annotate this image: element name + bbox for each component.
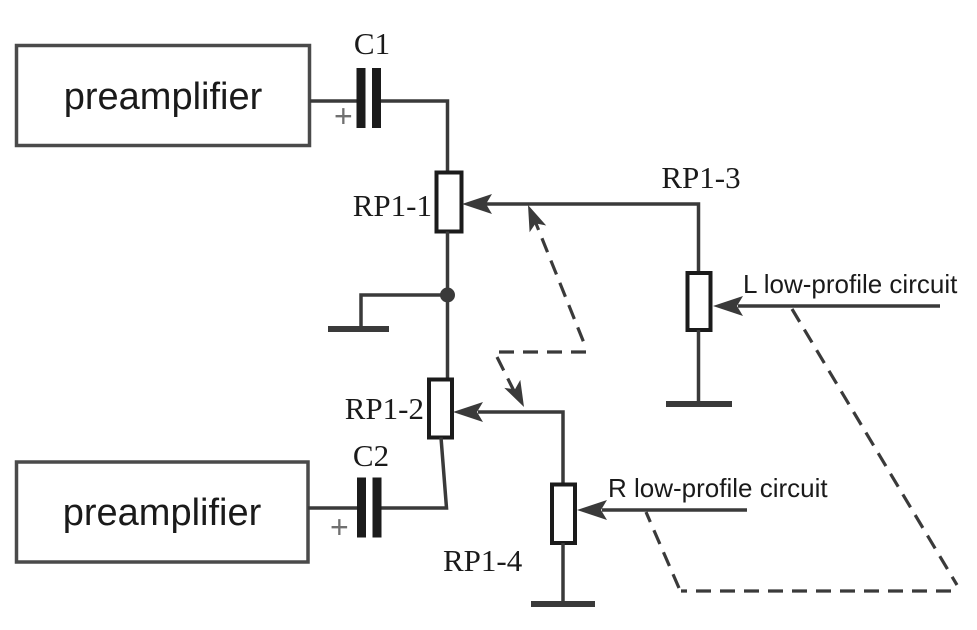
preamplifier-block-bottom: preamplifier: [14, 460, 310, 564]
rp1-1-body: [434, 170, 464, 234]
c2-plus-sign: +: [330, 509, 349, 545]
preamplifier-block-top: preamplifier: [14, 43, 312, 148]
wire-rp1-2-wiper-to-rp1-4: [478, 410, 565, 485]
preamplifier-label-bottom: preamplifier: [63, 492, 262, 534]
coupling-dash-left-diagonal: [644, 511, 681, 589]
c2-plate-left-icon: [357, 477, 366, 538]
coupling-dash-diagonal-top: [531, 215, 588, 349]
wire-c1-to-rp1-1: [381, 99, 450, 173]
potentiometer-rp1-2: RP1-2: [345, 377, 483, 440]
rp1-4-body: [550, 482, 577, 545]
capacitor-c1: C1 +: [310, 26, 390, 134]
rp1-2-body: [427, 377, 454, 440]
c1-plus-sign: +: [334, 98, 353, 134]
rp1-4-label: RP1-4: [443, 543, 523, 578]
rp1-1-wiper-arrow-icon: [462, 194, 492, 214]
coupling-arrow-down-icon: [504, 379, 524, 407]
c1-plate-left-icon: [356, 68, 366, 128]
rp1-3-body: [685, 271, 713, 332]
potentiometer-rp1-1: RP1-1: [353, 170, 492, 234]
c2-plate-right-icon: [372, 477, 382, 538]
rp1-2-wiper-arrow-icon: [453, 402, 483, 422]
rp1-2-label: RP1-2: [345, 391, 424, 426]
rp1-3-wiper-arrow-icon: [713, 296, 743, 316]
coupling-dash-right-diagonal: [790, 308, 959, 586]
wire-junction-to-ground: [359, 293, 448, 327]
gang-coupling-rp1-1-rp1-2: [493, 205, 588, 407]
preamplifier-box-bottom: [14, 460, 310, 564]
ground-center: [328, 293, 448, 332]
r-circuit-label: R low-profile circuit: [608, 473, 828, 503]
coupling-arrow-up-icon: [528, 205, 547, 233]
rp1-3-label: RP1-3: [661, 160, 740, 195]
rp1-1-label: RP1-1: [353, 188, 432, 223]
l-circuit-label: L low-profile circuit: [743, 269, 958, 299]
preamplifier-label-top: preamplifier: [64, 76, 263, 118]
capacitor-c2: C2 +: [308, 438, 389, 545]
rp1-4-wiper-arrow-icon: [577, 500, 607, 520]
potentiometer-rp1-3: RP1-3: [661, 160, 743, 407]
preamplifier-box-top: [14, 43, 312, 148]
potentiometer-rp1-4: RP1-4: [443, 482, 607, 607]
wire-rp1-1-wiper-to-rp1-3: [485, 202, 701, 273]
coupling-dash-diagonal-bottom: [495, 356, 516, 392]
c2-label: C2: [353, 438, 389, 473]
c1-label: C1: [354, 26, 390, 61]
c1-plate-right-icon: [372, 68, 381, 128]
wire-c2-to-rp1-2: [381, 437, 449, 510]
gang-coupling-rp1-3-rp1-4: [644, 308, 959, 593]
